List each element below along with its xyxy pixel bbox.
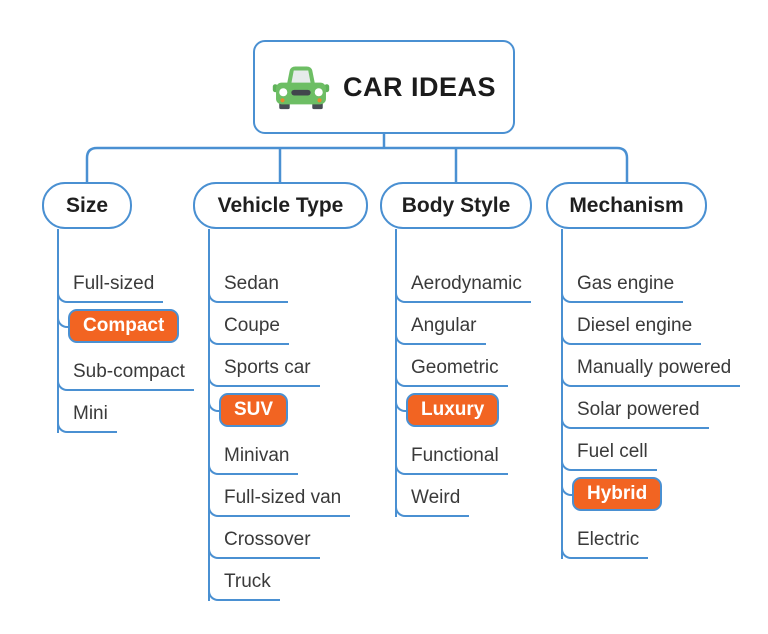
node-angular[interactable]: Angular: [394, 303, 486, 345]
root-title: CAR IDEAS: [342, 71, 496, 102]
branch-header-vehicle-type[interactable]: Vehicle Type: [193, 182, 368, 229]
node-sub-compact[interactable]: Sub-compact: [56, 349, 194, 391]
node-hybrid[interactable]: Hybrid: [560, 471, 663, 517]
node-sports-car[interactable]: Sports car: [207, 345, 320, 387]
node-luxury[interactable]: Luxury: [394, 387, 500, 433]
node-suv[interactable]: SUV: [207, 387, 289, 433]
branch-label: Size: [65, 193, 109, 217]
node-diesel-engine[interactable]: Diesel engine: [560, 303, 702, 345]
connector-lines: [85, 133, 629, 183]
car-icon: [272, 59, 330, 116]
node-full-sized-van[interactable]: Full-sized van: [207, 475, 351, 517]
node-fuel-cell[interactable]: Fuel cell: [560, 429, 657, 471]
root-node[interactable]: CAR IDEAS: [253, 40, 515, 134]
node-crossover[interactable]: Crossover: [207, 517, 320, 559]
node-gas-engine[interactable]: Gas engine: [560, 229, 684, 303]
branch-header-size[interactable]: Size: [42, 182, 132, 229]
node-aerodynamic[interactable]: Aerodynamic: [394, 229, 531, 303]
node-weird[interactable]: Weird: [394, 475, 470, 517]
branch-label: Body Style: [401, 193, 511, 217]
node-mini[interactable]: Mini: [56, 391, 117, 433]
branch-size: Size Full-sized Compact Sub-compact Mini: [42, 182, 194, 433]
branch-body-style: Body Style Aerodynamic Angular Geometric…: [380, 182, 532, 517]
node-truck[interactable]: Truck: [207, 559, 280, 601]
node-compact[interactable]: Compact: [56, 303, 180, 349]
node-sedan[interactable]: Sedan: [207, 229, 288, 303]
node-functional[interactable]: Functional: [394, 433, 508, 475]
node-electric[interactable]: Electric: [560, 517, 649, 559]
branch-label: Vehicle Type: [217, 193, 344, 217]
branch-mechanism: Mechanism Gas engine Diesel engine Manua…: [546, 182, 741, 559]
node-full-sized[interactable]: Full-sized: [56, 229, 164, 303]
branch-header-mechanism[interactable]: Mechanism: [546, 182, 707, 229]
node-coupe[interactable]: Coupe: [207, 303, 289, 345]
node-manually-powered[interactable]: Manually powered: [560, 345, 741, 387]
branch-vehicle-type: Vehicle Type Sedan Coupe Sports car SUV …: [193, 182, 368, 601]
node-geometric[interactable]: Geometric: [394, 345, 508, 387]
node-solar-powered[interactable]: Solar powered: [560, 387, 709, 429]
branch-label: Mechanism: [569, 193, 684, 217]
node-minivan[interactable]: Minivan: [207, 433, 299, 475]
branch-header-body-style[interactable]: Body Style: [380, 182, 532, 229]
